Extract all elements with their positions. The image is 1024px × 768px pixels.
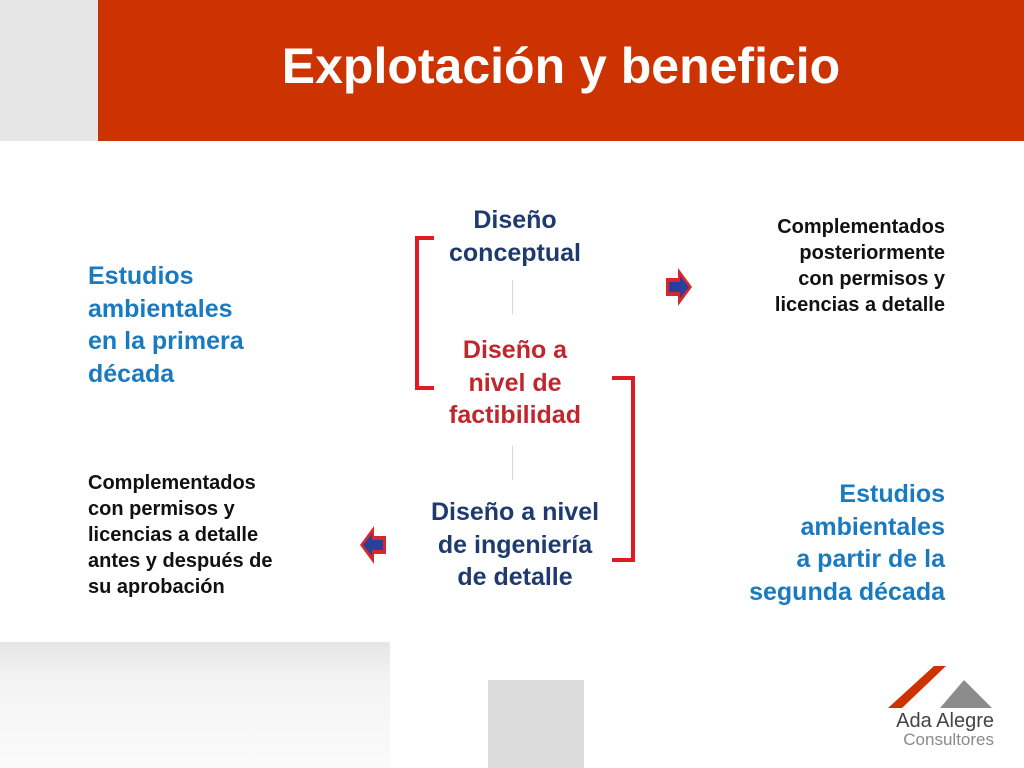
decorative-photo-strip: [0, 642, 390, 768]
logo-name: Ada Alegre: [896, 710, 994, 732]
divider-bottom: [512, 446, 513, 480]
arrow-left-icon: [360, 526, 386, 564]
ada-alegre-logo: [888, 666, 992, 708]
divider-top: [512, 280, 513, 314]
left-bracket: [415, 236, 434, 390]
right-bracket: [612, 376, 635, 562]
header-corner-block: [0, 0, 98, 141]
decorative-gray-block: [488, 680, 584, 768]
stage-conceptual-design: Diseño conceptual: [449, 206, 581, 267]
right-bottom-text: Estudios ambientales a partir de la segu…: [749, 480, 945, 606]
slide-title: Explotación y beneficio: [281, 38, 841, 94]
header-bar: [98, 0, 1024, 141]
left-top-text: Estudios ambientales en la primera décad…: [88, 262, 244, 388]
left-bottom-text: Complementados con permisos y licencias …: [88, 472, 273, 598]
stage-feasibility-design: Diseño a nivel de factibilidad: [449, 336, 581, 429]
logo-subtitle: Consultores: [903, 730, 994, 749]
arrow-right-icon: [666, 268, 692, 306]
stage-detailed-engineering-design: Diseño a nivel de ingeniería de detalle: [430, 498, 600, 591]
right-top-text: Complementados posteriormente con permis…: [774, 216, 945, 316]
